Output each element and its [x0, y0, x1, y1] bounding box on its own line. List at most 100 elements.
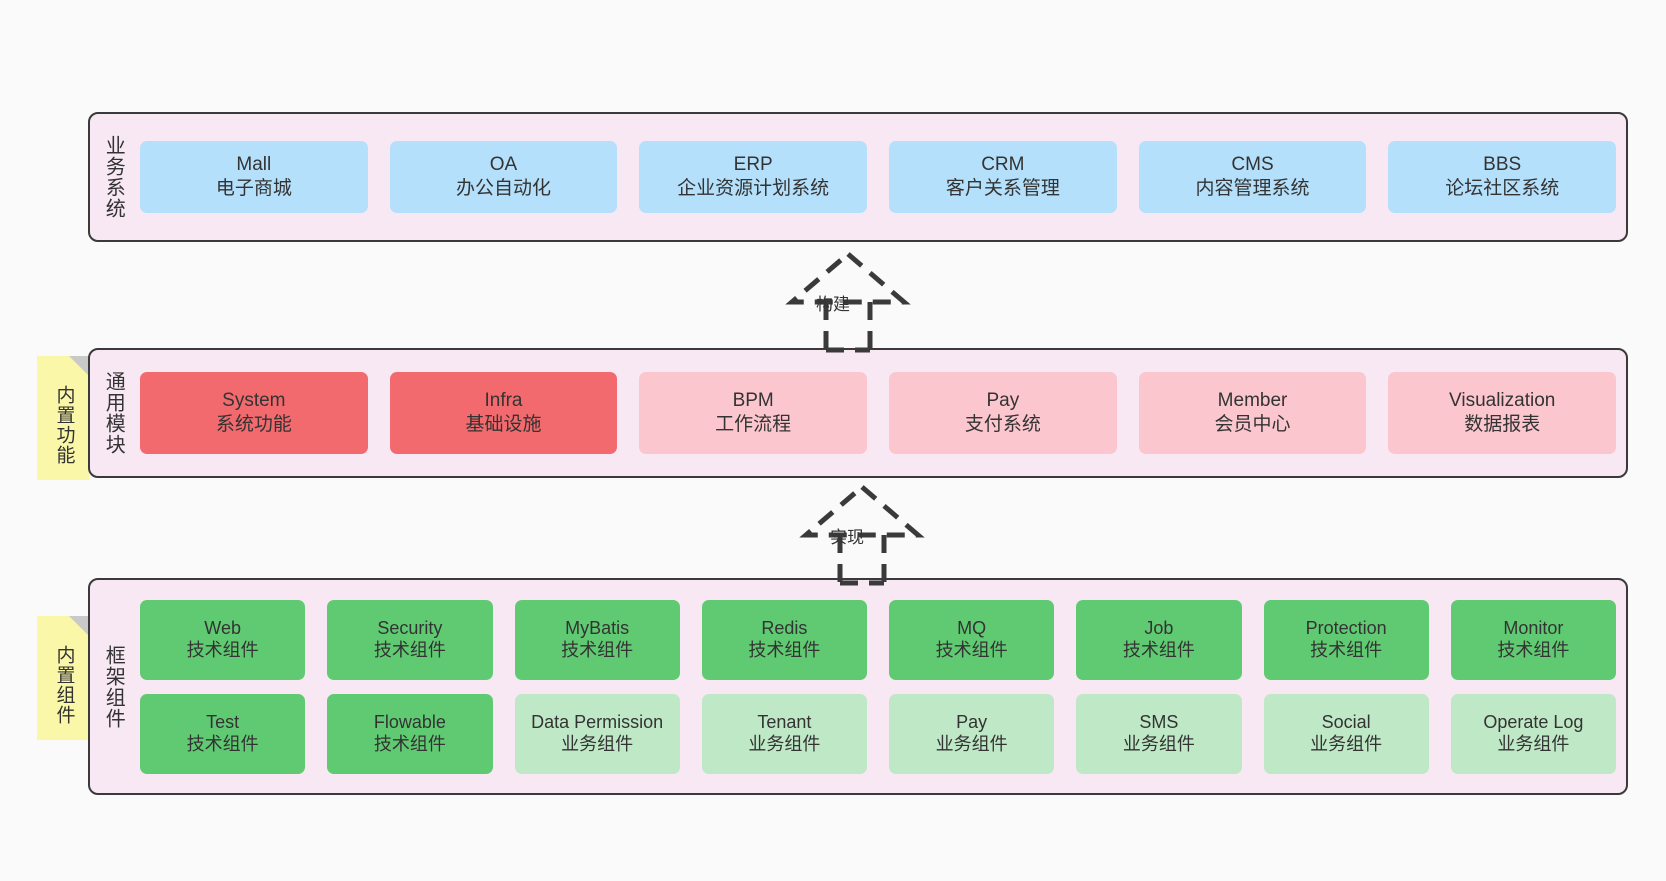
- sticky-note-builtin-component: 内置组件: [37, 616, 89, 740]
- card-subtitle: 技术组件: [186, 639, 259, 660]
- card-title: MyBatis: [565, 617, 630, 638]
- module-card-job[interactable]: Job 技术组件: [1076, 599, 1242, 680]
- arrow-label-build: 构建: [816, 295, 850, 314]
- card-subtitle: 技术组件: [373, 639, 446, 660]
- card-title: Test: [206, 711, 240, 732]
- card-title: Job: [1144, 617, 1174, 638]
- card-title: Visualization: [1449, 389, 1556, 411]
- card-title: Member: [1217, 389, 1288, 411]
- card-subtitle: 支付系统: [964, 414, 1041, 435]
- module-card-flowable[interactable]: Flowable 技术组件: [327, 693, 493, 774]
- card-subtitle: 业务组件: [561, 733, 634, 754]
- card-title: Tenant: [757, 711, 812, 732]
- layer-framework-component: 框架组件 Web 技术组件 Security 技术组件 MyBatis 技术组件…: [88, 578, 1628, 795]
- module-card-data-permission[interactable]: Data Permission 业务组件: [514, 693, 680, 774]
- card-subtitle: 技术组件: [373, 733, 446, 754]
- layer-body-framework-component: Web 技术组件 Security 技术组件 MyBatis 技术组件 Redi…: [136, 580, 1626, 793]
- card-subtitle: 技术组件: [1122, 639, 1195, 660]
- module-card-visualization[interactable]: Visualization 数据报表: [1388, 372, 1617, 454]
- module-card-social[interactable]: Social 业务组件: [1263, 693, 1429, 774]
- layer-business-system: 业务系统 Mall 电子商城 OA 办公自动化 ERP 企业资源计划系统 CRM…: [88, 112, 1628, 242]
- card-title: BBS: [1483, 153, 1522, 175]
- card-subtitle: 系统功能: [215, 414, 292, 435]
- layer-row: Test 技术组件 Flowable 技术组件 Data Permission …: [140, 693, 1616, 774]
- card-subtitle: 业务组件: [748, 733, 821, 754]
- card-title: Pay: [986, 389, 1020, 411]
- card-title: OA: [489, 153, 518, 175]
- module-card-erp[interactable]: ERP 企业资源计划系统: [639, 141, 868, 213]
- module-card-monitor[interactable]: Monitor 技术组件: [1450, 599, 1616, 680]
- module-card-tenant[interactable]: Tenant 业务组件: [701, 693, 867, 774]
- layer-title-common-module: 通用模块: [102, 371, 125, 455]
- layer-body-business-system: Mall 电子商城 OA 办公自动化 ERP 企业资源计划系统 CRM 客户关系…: [136, 114, 1626, 240]
- card-subtitle: 内容管理系统: [1195, 178, 1310, 199]
- module-card-protection[interactable]: Protection 技术组件: [1263, 599, 1429, 680]
- generalization-arrow-build: 构建: [758, 250, 938, 353]
- card-title: MQ: [957, 617, 987, 638]
- module-card-member[interactable]: Member 会员中心: [1138, 372, 1367, 454]
- card-title: Operate Log: [1483, 711, 1584, 732]
- module-card-web[interactable]: Web 技术组件: [140, 599, 306, 680]
- arrow-label-implement: 实现: [830, 528, 864, 547]
- module-card-oa[interactable]: OA 办公自动化: [389, 141, 618, 213]
- layer-common-module: 通用模块 System 系统功能 Infra 基础设施 BPM 工作流程 Pay…: [88, 348, 1628, 478]
- card-subtitle: 技术组件: [186, 733, 259, 754]
- card-subtitle: 数据报表: [1464, 414, 1541, 435]
- module-card-mybatis[interactable]: MyBatis 技术组件: [514, 599, 680, 680]
- card-title: SMS: [1139, 711, 1179, 732]
- card-title: Social: [1321, 711, 1371, 732]
- card-title: System: [222, 389, 286, 411]
- card-subtitle: 业务组件: [1122, 733, 1195, 754]
- card-title: Flowable: [373, 711, 446, 732]
- module-card-bbs[interactable]: BBS 论坛社区系统: [1388, 141, 1617, 213]
- card-subtitle: 技术组件: [935, 639, 1008, 660]
- card-subtitle: 业务组件: [935, 733, 1008, 754]
- card-subtitle: 技术组件: [748, 639, 821, 660]
- module-card-bpm[interactable]: BPM 工作流程: [639, 372, 868, 454]
- page-fold-icon: [69, 356, 89, 376]
- module-card-security[interactable]: Security 技术组件: [327, 599, 493, 680]
- module-card-operate-log[interactable]: Operate Log 业务组件: [1450, 693, 1616, 774]
- card-title: Protection: [1305, 617, 1387, 638]
- card-title: Mall: [236, 153, 272, 175]
- card-title: Data Permission: [531, 711, 664, 732]
- card-subtitle: 技术组件: [1310, 639, 1383, 660]
- card-title: Redis: [761, 617, 808, 638]
- card-subtitle: 业务组件: [1497, 733, 1570, 754]
- card-title: ERP: [733, 153, 773, 175]
- card-subtitle: 技术组件: [561, 639, 634, 660]
- module-card-crm[interactable]: CRM 客户关系管理: [889, 141, 1117, 213]
- card-title: Monitor: [1503, 617, 1564, 638]
- module-card-cms[interactable]: CMS 内容管理系统: [1138, 141, 1367, 213]
- module-card-pay-biz[interactable]: Pay 业务组件: [889, 693, 1055, 774]
- module-card-pay[interactable]: Pay 支付系统: [889, 372, 1117, 454]
- card-subtitle: 业务组件: [1310, 733, 1383, 754]
- card-subtitle: 基础设施: [465, 414, 542, 435]
- card-title: Pay: [956, 711, 988, 732]
- card-title: Web: [204, 617, 241, 638]
- module-card-redis[interactable]: Redis 技术组件: [701, 599, 867, 680]
- module-card-mq[interactable]: MQ 技术组件: [889, 599, 1055, 680]
- card-subtitle: 办公自动化: [456, 178, 552, 199]
- module-card-mall[interactable]: Mall 电子商城: [140, 141, 368, 213]
- module-card-system[interactable]: System 系统功能: [140, 372, 368, 454]
- card-subtitle: 电子商城: [215, 178, 292, 199]
- sticky-note-label: 内置功能: [53, 385, 75, 465]
- card-title: CRM: [981, 153, 1025, 175]
- layer-row: System 系统功能 Infra 基础设施 BPM 工作流程 Pay 支付系统…: [140, 372, 1617, 454]
- layer-row: Web 技术组件 Security 技术组件 MyBatis 技术组件 Redi…: [140, 599, 1616, 680]
- module-card-infra[interactable]: Infra 基础设施: [389, 372, 618, 454]
- layer-title-framework-component: 框架组件: [102, 644, 125, 729]
- module-card-test[interactable]: Test 技术组件: [140, 693, 306, 774]
- page-fold-icon: [69, 616, 89, 636]
- layer-body-common-module: System 系统功能 Infra 基础设施 BPM 工作流程 Pay 支付系统…: [136, 350, 1626, 476]
- layer-title-business-system: 业务系统: [102, 135, 125, 219]
- card-title: BPM: [732, 389, 774, 411]
- layer-row: Mall 电子商城 OA 办公自动化 ERP 企业资源计划系统 CRM 客户关系…: [140, 141, 1617, 213]
- card-subtitle: 工作流程: [715, 414, 792, 435]
- card-title: CMS: [1231, 153, 1274, 175]
- card-title: Infra: [484, 389, 523, 411]
- card-title: Security: [377, 617, 443, 638]
- module-card-sms[interactable]: SMS 业务组件: [1076, 693, 1242, 774]
